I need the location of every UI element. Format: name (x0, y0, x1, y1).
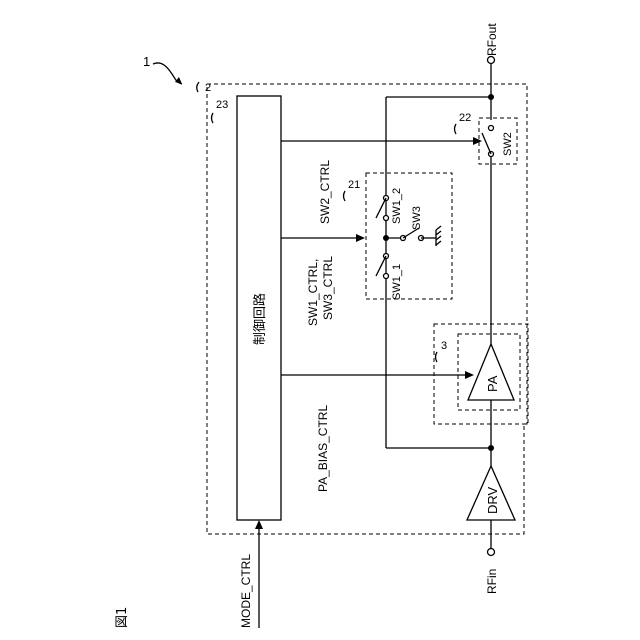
ground-icon-hatch (436, 236, 441, 240)
switch-group-boundary (366, 173, 452, 299)
module-ref-tick (197, 82, 199, 92)
sw1-2-contact (384, 216, 389, 221)
control-ref-tick (212, 113, 214, 123)
switch-group-ref-tick (344, 191, 346, 201)
sw2-ref-tick (455, 124, 457, 134)
rfin-label: RFin (485, 569, 499, 594)
rfout-terminal (488, 57, 495, 64)
pa-bias-ctrl-label: PA_BIAS_CTRL (316, 405, 330, 492)
ground-icon-hatch (436, 231, 441, 235)
figure-label: 図1 (115, 607, 130, 628)
sw2-contact (489, 126, 494, 131)
sw2-ctrl-label: SW2_CTRL (318, 160, 332, 224)
pa-label: PA (485, 375, 500, 392)
control-circuit-label: 制御回路 (252, 293, 268, 345)
sw2-ctrl-arrowhead (473, 137, 482, 145)
control-circuit-reference: 23 (216, 99, 228, 111)
mode-ctrl-arrowhead (255, 520, 263, 529)
ground-icon-hatch (436, 241, 441, 245)
sw3-ctrl-label: SW3_CTRL (321, 256, 335, 320)
pa-ref-tick (436, 352, 438, 362)
mode-ctrl-label: MODE_CTRL (239, 554, 253, 628)
sw1-2-label: SW1_2 (391, 188, 403, 224)
switch-group-reference: 21 (348, 179, 360, 191)
sw1-1-contact (384, 274, 389, 279)
sw1-1-label: SW1_1 (391, 264, 403, 300)
module-reference: 2 (205, 82, 211, 94)
sw2-blade (482, 133, 491, 154)
sw2-label: SW2 (502, 132, 514, 156)
rfin-terminal (488, 549, 495, 556)
pa-reference: 3 (441, 340, 447, 352)
sw1-2-blade (376, 198, 386, 218)
sw1-ctrl-label: SW1_CTRL, (306, 259, 320, 326)
sw3-label: SW3 (411, 206, 423, 230)
sw1-sw3-ctrl-arrowhead (356, 234, 365, 242)
sw2-reference-number: 22 (459, 112, 471, 124)
pa-bias-ctrl-arrowhead (465, 371, 474, 379)
figure-reference-number: 1 (143, 54, 150, 69)
rfout-label: RFout (485, 23, 499, 56)
ground-icon-hatch (436, 226, 441, 230)
drv-label: DRV (485, 486, 500, 514)
sw1-1-blade (376, 256, 386, 276)
